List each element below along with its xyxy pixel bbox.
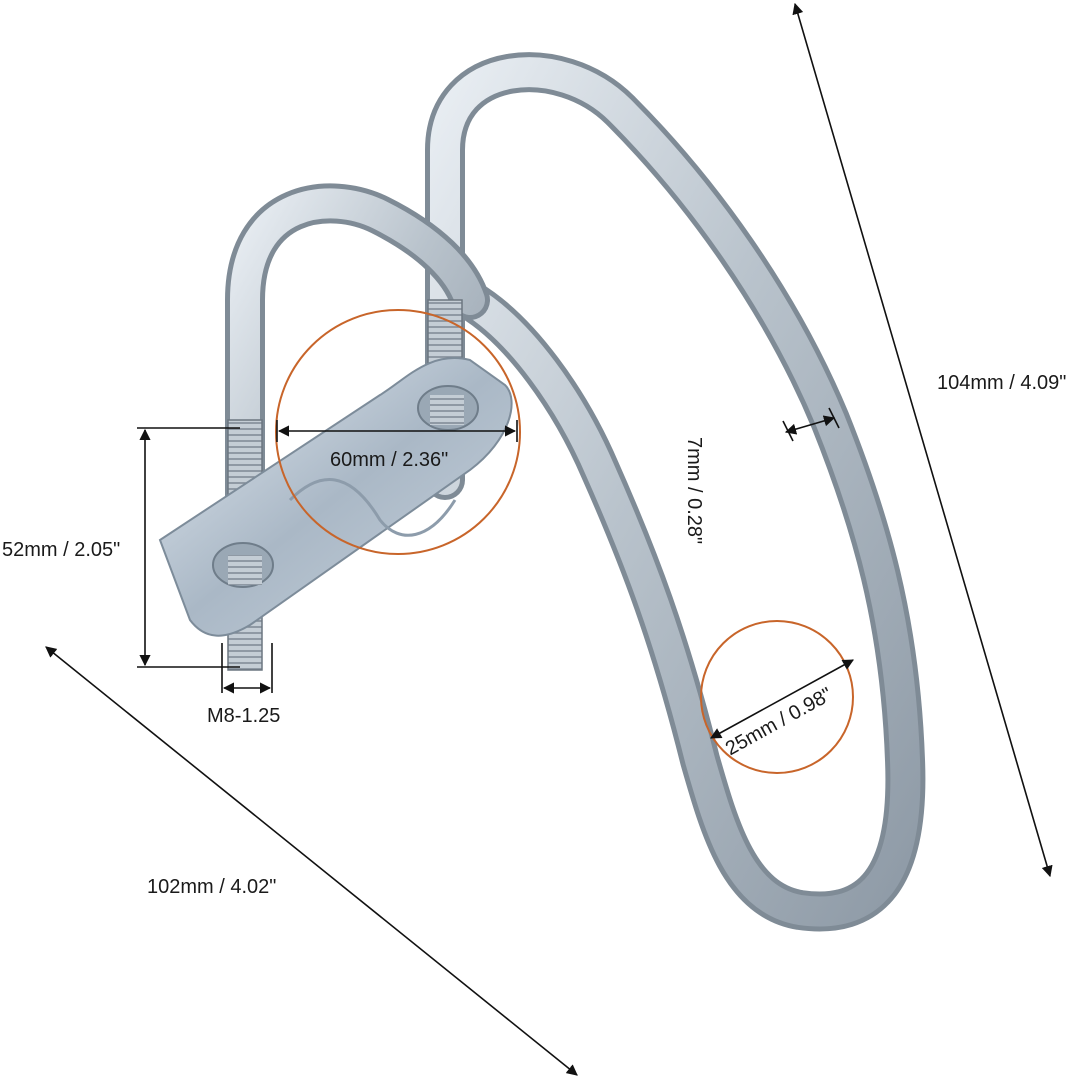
rod-diameter-dimension-line bbox=[784, 415, 836, 435]
length-dimension-line bbox=[45, 646, 578, 1076]
loop-gap-dimension-line bbox=[710, 659, 854, 739]
plate-width-callout-circle bbox=[275, 309, 521, 555]
large-loop-rod bbox=[425, 52, 926, 932]
length-label: 102mm / 4.02" bbox=[147, 876, 277, 898]
u-bolt-rod bbox=[225, 183, 490, 620]
bolt-length-label: 52mm / 2.05" bbox=[2, 539, 121, 561]
height-dimension-line bbox=[792, 2, 1053, 878]
bolt-through-plate-right bbox=[430, 395, 464, 425]
thread-label: M8-1.25 bbox=[207, 705, 281, 727]
bolt-through-plate-left bbox=[228, 555, 262, 585]
plate-width-label: 60mm / 2.36" bbox=[330, 449, 449, 471]
dimension-lines bbox=[45, 2, 1053, 1076]
height-label: 104mm / 4.09" bbox=[937, 372, 1067, 394]
rod-diameter-label: 7mm / 0.28" bbox=[683, 437, 705, 545]
